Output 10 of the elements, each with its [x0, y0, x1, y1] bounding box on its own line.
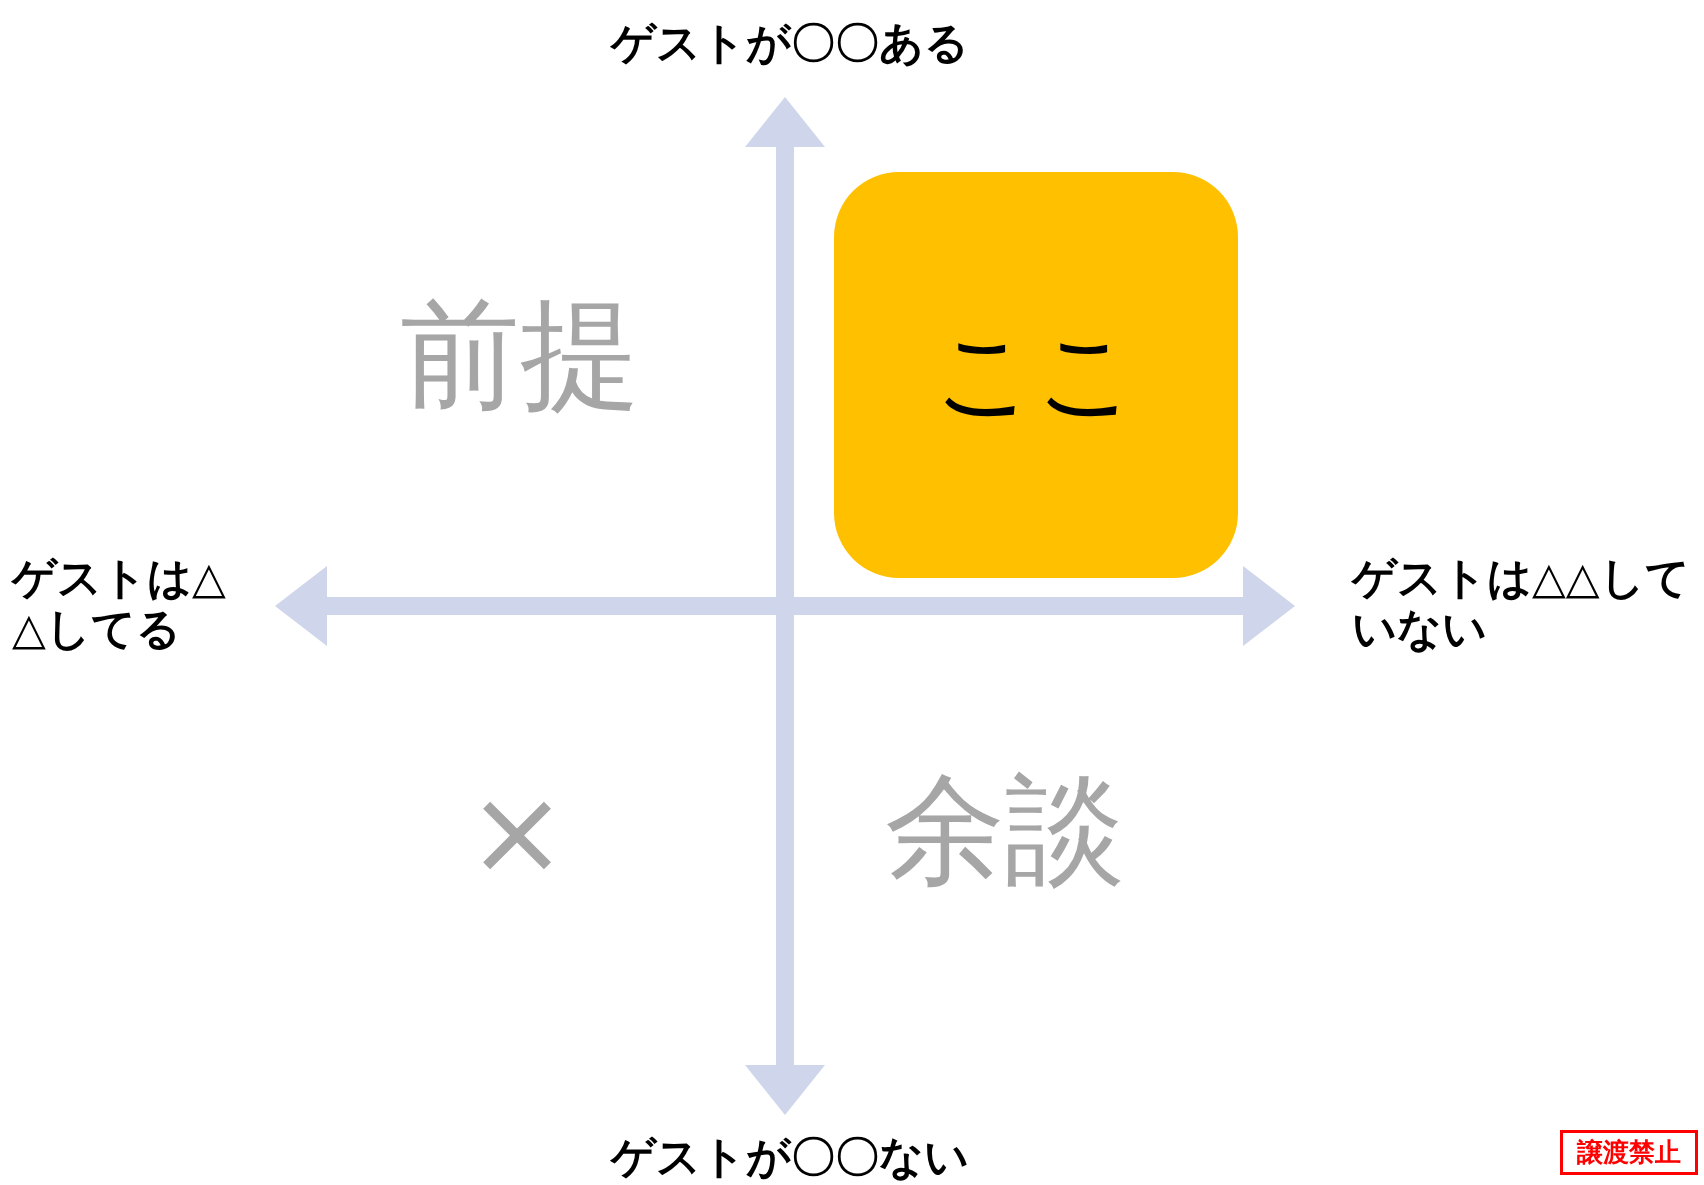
quadrant-text: ここ [934, 313, 1138, 434]
quadrant-label: 余談 [885, 770, 1125, 890]
axis-label: ゲストが〇〇ない [611, 1132, 969, 1183]
axis-label: ゲストは△△していない [1352, 553, 1691, 655]
quadrant-label: × [466, 772, 568, 892]
axis-label: ゲストが〇〇ある [611, 18, 969, 69]
highlight-box [834, 172, 1238, 578]
axis-label: ゲストは△△してる [12, 553, 227, 655]
quadrant-label: 前提 [400, 295, 640, 415]
stamp-label: 譲渡禁止 [1560, 1130, 1698, 1175]
